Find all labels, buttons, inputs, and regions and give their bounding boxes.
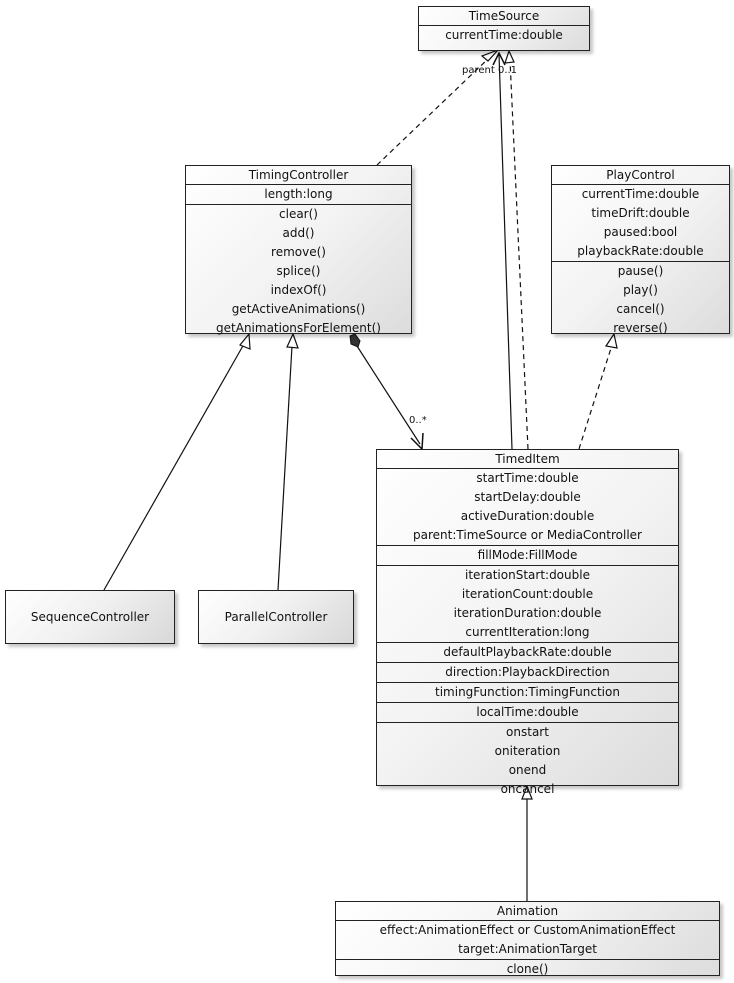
composition-diamond bbox=[349, 333, 361, 348]
playcontrol-triangle bbox=[604, 332, 618, 349]
timeditem-class[interactable]: TimedItem startTime:double startDelay:do… bbox=[376, 449, 679, 796]
method: remove() bbox=[271, 245, 326, 259]
method: play() bbox=[623, 283, 658, 297]
attribute: iterationDuration:double bbox=[453, 606, 602, 620]
timesource-arrowhead bbox=[492, 51, 506, 66]
attribute: currentTime:double bbox=[581, 187, 700, 201]
timeditem-playcontrol-realization-line bbox=[578, 344, 613, 450]
attribute: playbackRate:double bbox=[577, 244, 704, 258]
attribute: startTime:double bbox=[476, 471, 579, 485]
sequence-generalization-line bbox=[103, 343, 245, 591]
timeditem-triangle bbox=[521, 784, 533, 800]
event: oncancel bbox=[500, 782, 555, 796]
attribute: startDelay:double bbox=[474, 490, 581, 504]
timeditem-parent-association-line bbox=[498, 53, 513, 450]
attribute: effect:AnimationEffect or CustomAnimatio… bbox=[379, 923, 676, 937]
method: indexOf() bbox=[270, 283, 327, 297]
method: splice() bbox=[276, 264, 321, 278]
composition-line bbox=[356, 345, 421, 445]
attribute: defaultPlaybackRate:double bbox=[377, 642, 678, 662]
event: onstart bbox=[377, 722, 678, 742]
method: add() bbox=[282, 226, 315, 240]
children-multiplicity-label: 0..* bbox=[409, 415, 427, 426]
sequencecontroller-class[interactable]: SequenceController bbox=[5, 590, 175, 644]
attribute: iterationCount:double bbox=[461, 587, 594, 601]
attribute: iterationStart:double bbox=[377, 565, 678, 585]
attribute: parent:TimeSource or MediaController bbox=[413, 528, 642, 542]
parent-multiplicity-label: parent 0..1 bbox=[462, 65, 518, 76]
attribute: timingFunction:TimingFunction bbox=[377, 682, 678, 702]
method: clone() bbox=[336, 959, 719, 979]
parallel-generalization-line bbox=[277, 345, 293, 591]
attribute: currentTime:double bbox=[445, 28, 563, 42]
parallelcontroller-class[interactable]: ParallelController bbox=[198, 590, 354, 644]
method: reverse() bbox=[613, 321, 668, 335]
timingcontroller-triangle-left bbox=[239, 332, 251, 350]
attribute: paused:bool bbox=[603, 225, 678, 239]
event: onend bbox=[508, 763, 547, 777]
method: clear() bbox=[186, 204, 411, 224]
class-name: PlayControl bbox=[552, 166, 729, 185]
timeditem-arrowhead bbox=[410, 432, 424, 451]
method: getAnimationsForElement() bbox=[216, 321, 381, 335]
class-name: ParallelController bbox=[224, 610, 328, 624]
method: cancel() bbox=[616, 302, 665, 316]
attribute: direction:PlaybackDirection bbox=[377, 662, 678, 682]
attribute: localTime:double bbox=[377, 702, 678, 722]
class-name: TimedItem bbox=[377, 450, 678, 469]
timingcontroller-triangle-right bbox=[286, 332, 299, 349]
class-name: Animation bbox=[336, 902, 719, 921]
attribute: fillMode:FillMode bbox=[377, 545, 678, 565]
timeditem-timesource-realization-line bbox=[509, 59, 529, 450]
class-name: TimingController bbox=[186, 166, 411, 185]
playcontrol-class[interactable]: PlayControl currentTime:double timeDrift… bbox=[551, 165, 730, 335]
timesource-triangle-left bbox=[480, 49, 499, 62]
attribute: length:long bbox=[264, 187, 333, 201]
timingcontroller-realization-line bbox=[376, 56, 491, 166]
method: pause() bbox=[552, 261, 729, 281]
attribute: activeDuration:double bbox=[460, 509, 595, 523]
attribute: timeDrift:double bbox=[591, 206, 690, 220]
event: oniteration bbox=[494, 744, 561, 758]
method: getActiveAnimations() bbox=[231, 302, 366, 316]
timesource-class[interactable]: TimeSource currentTime:double bbox=[418, 6, 590, 51]
animation-class[interactable]: Animation effect:AnimationEffect or Cust… bbox=[335, 901, 720, 976]
timesource-triangle-right bbox=[504, 49, 515, 64]
class-name: SequenceController bbox=[30, 610, 150, 624]
class-name: TimeSource bbox=[419, 7, 589, 26]
attribute: currentIteration:long bbox=[465, 625, 590, 639]
timingcontroller-class[interactable]: TimingController length:long clear() add… bbox=[185, 165, 412, 335]
attribute: target:AnimationTarget bbox=[458, 942, 597, 956]
